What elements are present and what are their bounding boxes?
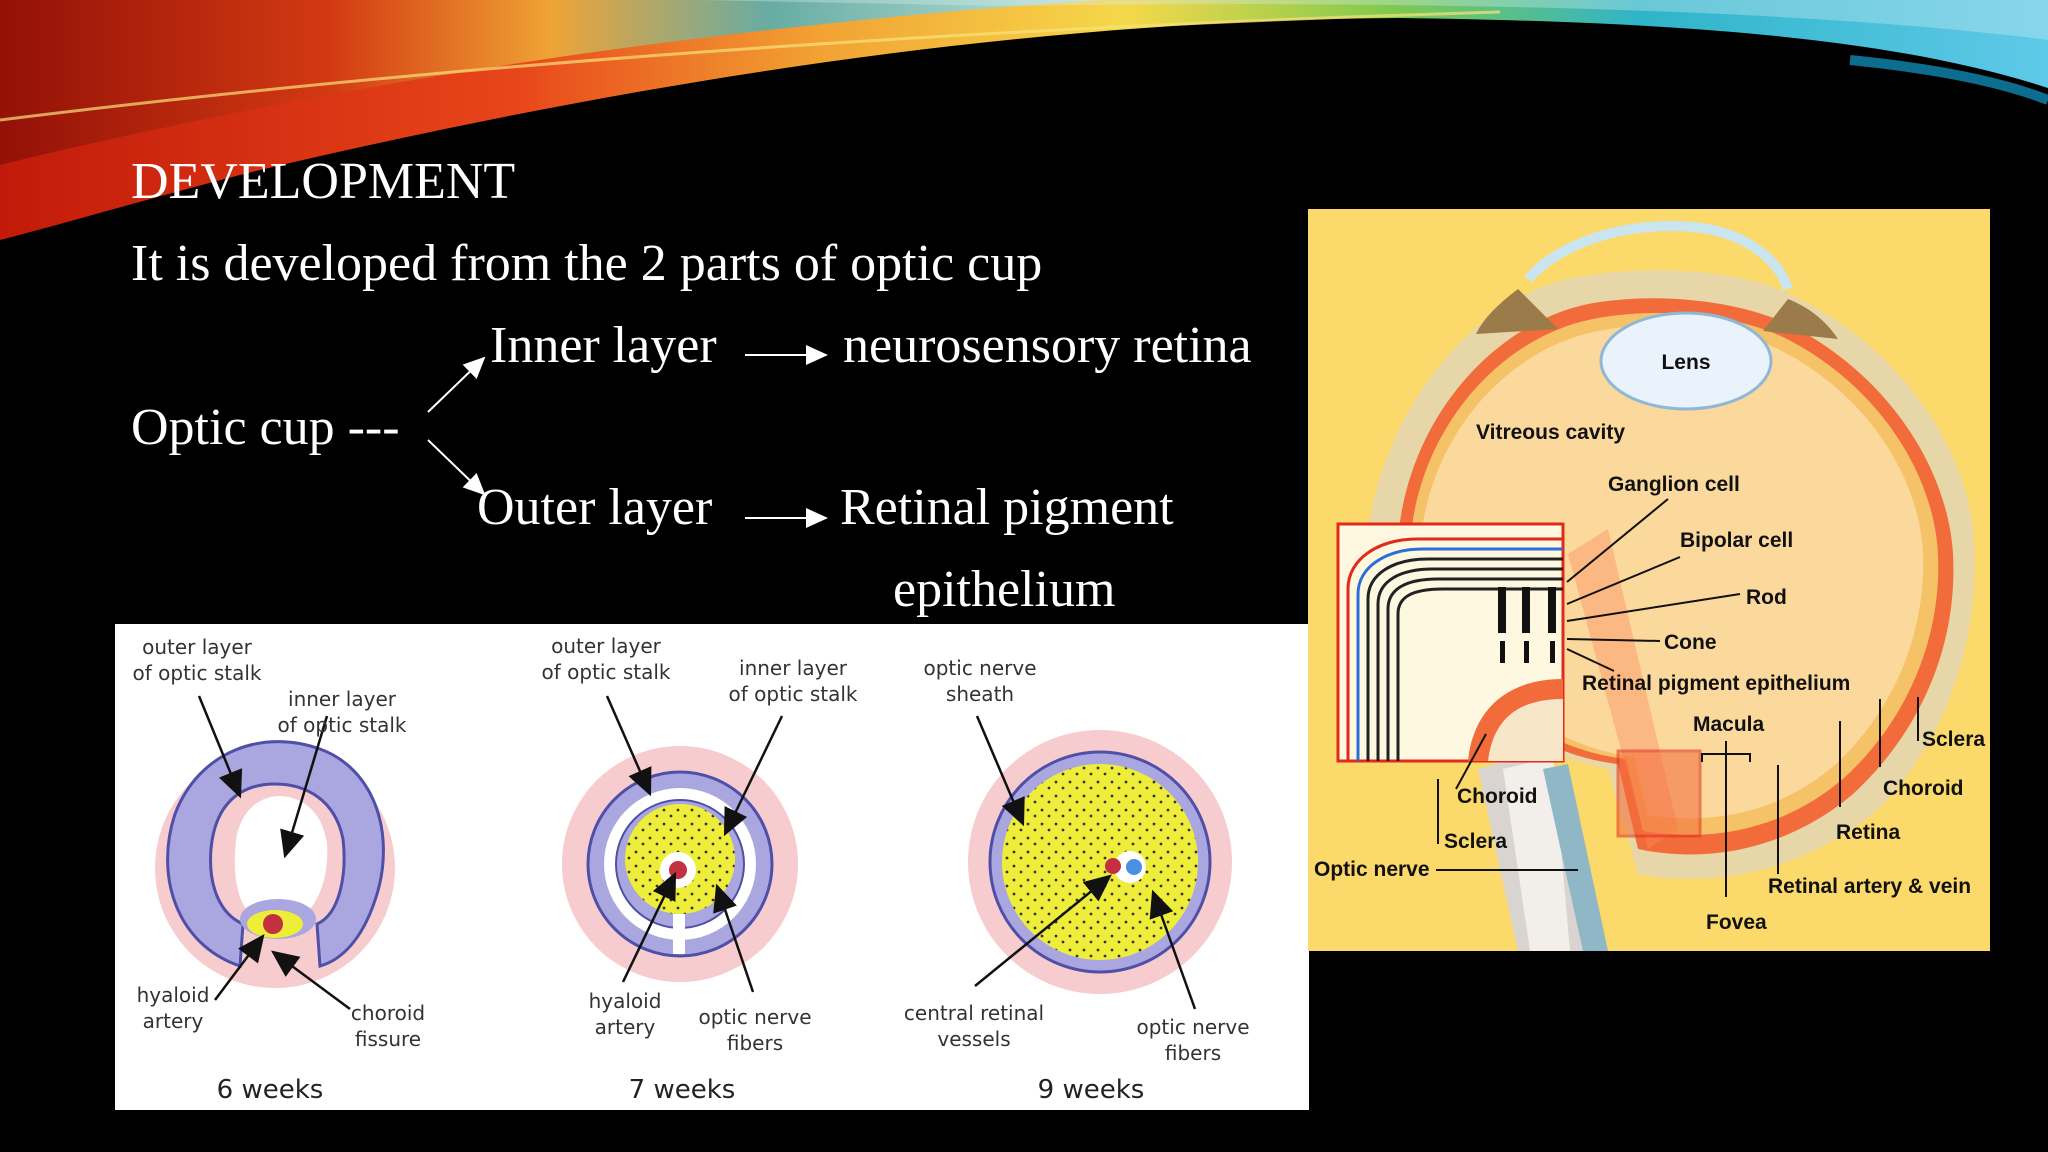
outer-layer-label: Outer layer — [477, 479, 713, 536]
decorative-banner — [0, 0, 2048, 240]
fovea-box — [1616, 749, 1702, 838]
rpe-label-line1: Retinal pigment — [840, 479, 1174, 536]
label-macula: Macula — [1693, 713, 1765, 736]
leader-choroid-inner — [1455, 733, 1487, 790]
arrow-to-outer-layer — [427, 439, 486, 496]
caption-9-weeks: 9 weeks — [1038, 1075, 1145, 1105]
pointer-inner-layer-7w — [723, 715, 784, 837]
pointer-outer-layer-7w — [605, 695, 652, 797]
label-optic-nerve: Optic nerve — [1314, 858, 1430, 881]
label-retinal-artery-vein: Retinal artery & vein — [1768, 875, 1971, 898]
label-rod: Rod — [1746, 586, 1787, 609]
pointer-outer-layer-6w — [197, 695, 243, 799]
label-fovea: Fovea — [1706, 911, 1767, 934]
neurosensory-retina-label: neurosensory retina — [843, 317, 1252, 374]
eye-anatomy-figure: Lens Vitreous cavity Ganglion cell Bipol… — [1308, 209, 1990, 951]
leader-cone — [1566, 638, 1661, 642]
pointer-inner-layer-6w — [280, 715, 329, 859]
pointer-choroid-fissure — [270, 950, 351, 1011]
label-choroid-inner: Choroid — [1457, 785, 1537, 808]
slide-title: DEVELOPMENT — [131, 153, 516, 210]
label-bipolar-cell: Bipolar cell — [1680, 529, 1793, 552]
stalk-7-weeks — [562, 746, 798, 982]
leader-bipolar — [1566, 556, 1681, 605]
arrow-to-inner-layer — [427, 356, 486, 413]
intro-text: It is developed from the 2 parts of opti… — [131, 235, 1043, 292]
label-retina: Retina — [1836, 821, 1901, 844]
label-choroid: Choroid — [1883, 777, 1963, 800]
stalk-9-weeks — [968, 730, 1232, 994]
rpe-label-line2: epithelium — [893, 561, 1116, 618]
label-sclera-inner: Sclera — [1444, 830, 1507, 853]
lens-shape — [1599, 311, 1773, 411]
caption-7-weeks: 7 weeks — [629, 1075, 736, 1105]
label-ganglion-cell: Ganglion cell — [1608, 473, 1740, 496]
pointer-nerve-sheath — [975, 715, 1025, 827]
pointer-hyaloid-6w — [214, 934, 265, 1001]
leader-rod — [1566, 593, 1741, 622]
optic-cup-label: Optic cup --- — [131, 399, 400, 456]
leader-rpe — [1566, 648, 1615, 672]
caption-6-weeks: 6 weeks — [217, 1075, 324, 1105]
pointer-nerve-fibers-7w — [713, 883, 755, 993]
label-rpe: Retinal pigment epithelium — [1582, 672, 1850, 695]
label-vitreous-cavity: Vitreous cavity — [1476, 421, 1625, 444]
label-sclera: Sclera — [1922, 728, 1985, 751]
pointer-hyaloid-7w — [621, 871, 677, 983]
stalk-6-weeks — [155, 740, 395, 988]
leader-ganglion — [1566, 498, 1669, 583]
label-cone: Cone — [1664, 631, 1717, 654]
inner-layer-label: Inner layer — [490, 317, 717, 374]
pointer-central-vessels — [974, 874, 1112, 987]
label-lens: Lens — [1661, 351, 1710, 374]
pointer-nerve-fibers-9w — [1149, 889, 1197, 1010]
